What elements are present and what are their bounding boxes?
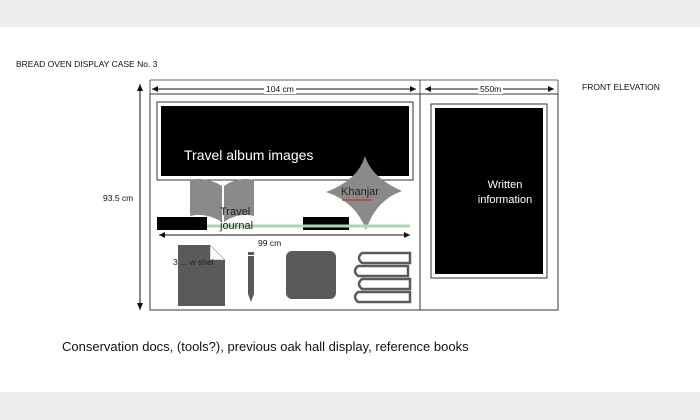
shelf-block-left xyxy=(157,217,207,230)
shelf-block-right xyxy=(303,217,349,230)
written-info-screen xyxy=(435,108,543,274)
khanjar-label: Khanjar xyxy=(341,186,379,198)
travel-album-screen xyxy=(161,106,409,176)
right-case-outline xyxy=(419,93,559,311)
khanjar-icon xyxy=(326,156,402,230)
view-label: FRONT ELEVATION xyxy=(582,82,660,92)
left-width-dimension: 104 cm xyxy=(264,84,296,94)
drawing-sheet xyxy=(0,27,700,392)
written-information-label: Written information xyxy=(477,179,533,206)
travel-album-label: Travel album images xyxy=(184,147,314,163)
drawing-title: BREAD OVEN DISPLAY CASE No. 3 xyxy=(16,59,158,69)
display-box-icon xyxy=(286,251,336,299)
height-dimension: 93.5 cm xyxy=(101,193,136,203)
shelf-note: 3 ... w shel xyxy=(173,257,214,267)
book-stack-icon xyxy=(353,251,412,304)
shelf-width-dimension: 99 cm xyxy=(256,238,284,248)
journal-book-icon xyxy=(190,178,222,222)
left-screen-frame xyxy=(156,101,414,181)
caption: Conservation docs, (tools?), previous oa… xyxy=(62,339,469,354)
right-width-dimension: 550m xyxy=(478,84,504,94)
right-screen-frame xyxy=(430,103,548,279)
pencil-icon xyxy=(248,252,254,302)
travel-journal-label: Travel journal xyxy=(220,206,254,232)
